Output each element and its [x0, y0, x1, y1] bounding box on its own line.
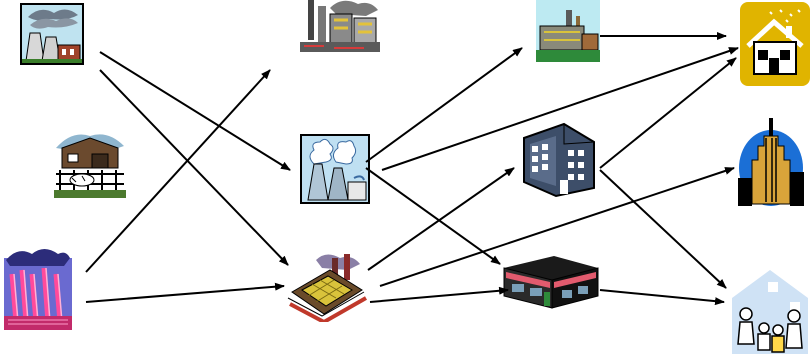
store-icon — [502, 250, 600, 310]
skyscraper-icon — [738, 116, 804, 206]
arrow-smokestack-factory-to-solar-factory — [85, 282, 285, 303]
arrow-power-plant-to-refinery — [99, 51, 291, 171]
refinery-icon — [300, 134, 370, 204]
arrow-solar-factory-to-office-building — [367, 167, 515, 271]
power-plant-icon — [20, 3, 84, 65]
arrow-smokestack-factory-to-industrial-complex — [85, 69, 271, 273]
office-building-icon — [520, 120, 598, 198]
warehouse-icon — [536, 0, 600, 62]
arrow-store-to-family-home — [599, 289, 725, 306]
industrial-complex-icon — [300, 0, 380, 52]
arrow-refinery-to-house — [381, 47, 739, 171]
arrow-solar-factory-to-skyscraper — [379, 167, 735, 287]
arrow-solar-factory-to-store — [369, 286, 509, 303]
smokestack-factory-icon — [4, 244, 72, 330]
house-icon — [740, 2, 810, 86]
arrow-office-building-to-family-home — [599, 169, 727, 289]
farm-icon — [52, 128, 128, 200]
arrow-refinery-to-store — [365, 167, 501, 265]
arrow-office-building-to-house — [599, 57, 737, 169]
solar-factory-icon — [286, 252, 368, 322]
arrow-power-plant-to-solar-factory — [99, 69, 289, 266]
arrow-refinery-to-warehouse — [365, 47, 523, 163]
family-home-icon — [728, 268, 810, 356]
